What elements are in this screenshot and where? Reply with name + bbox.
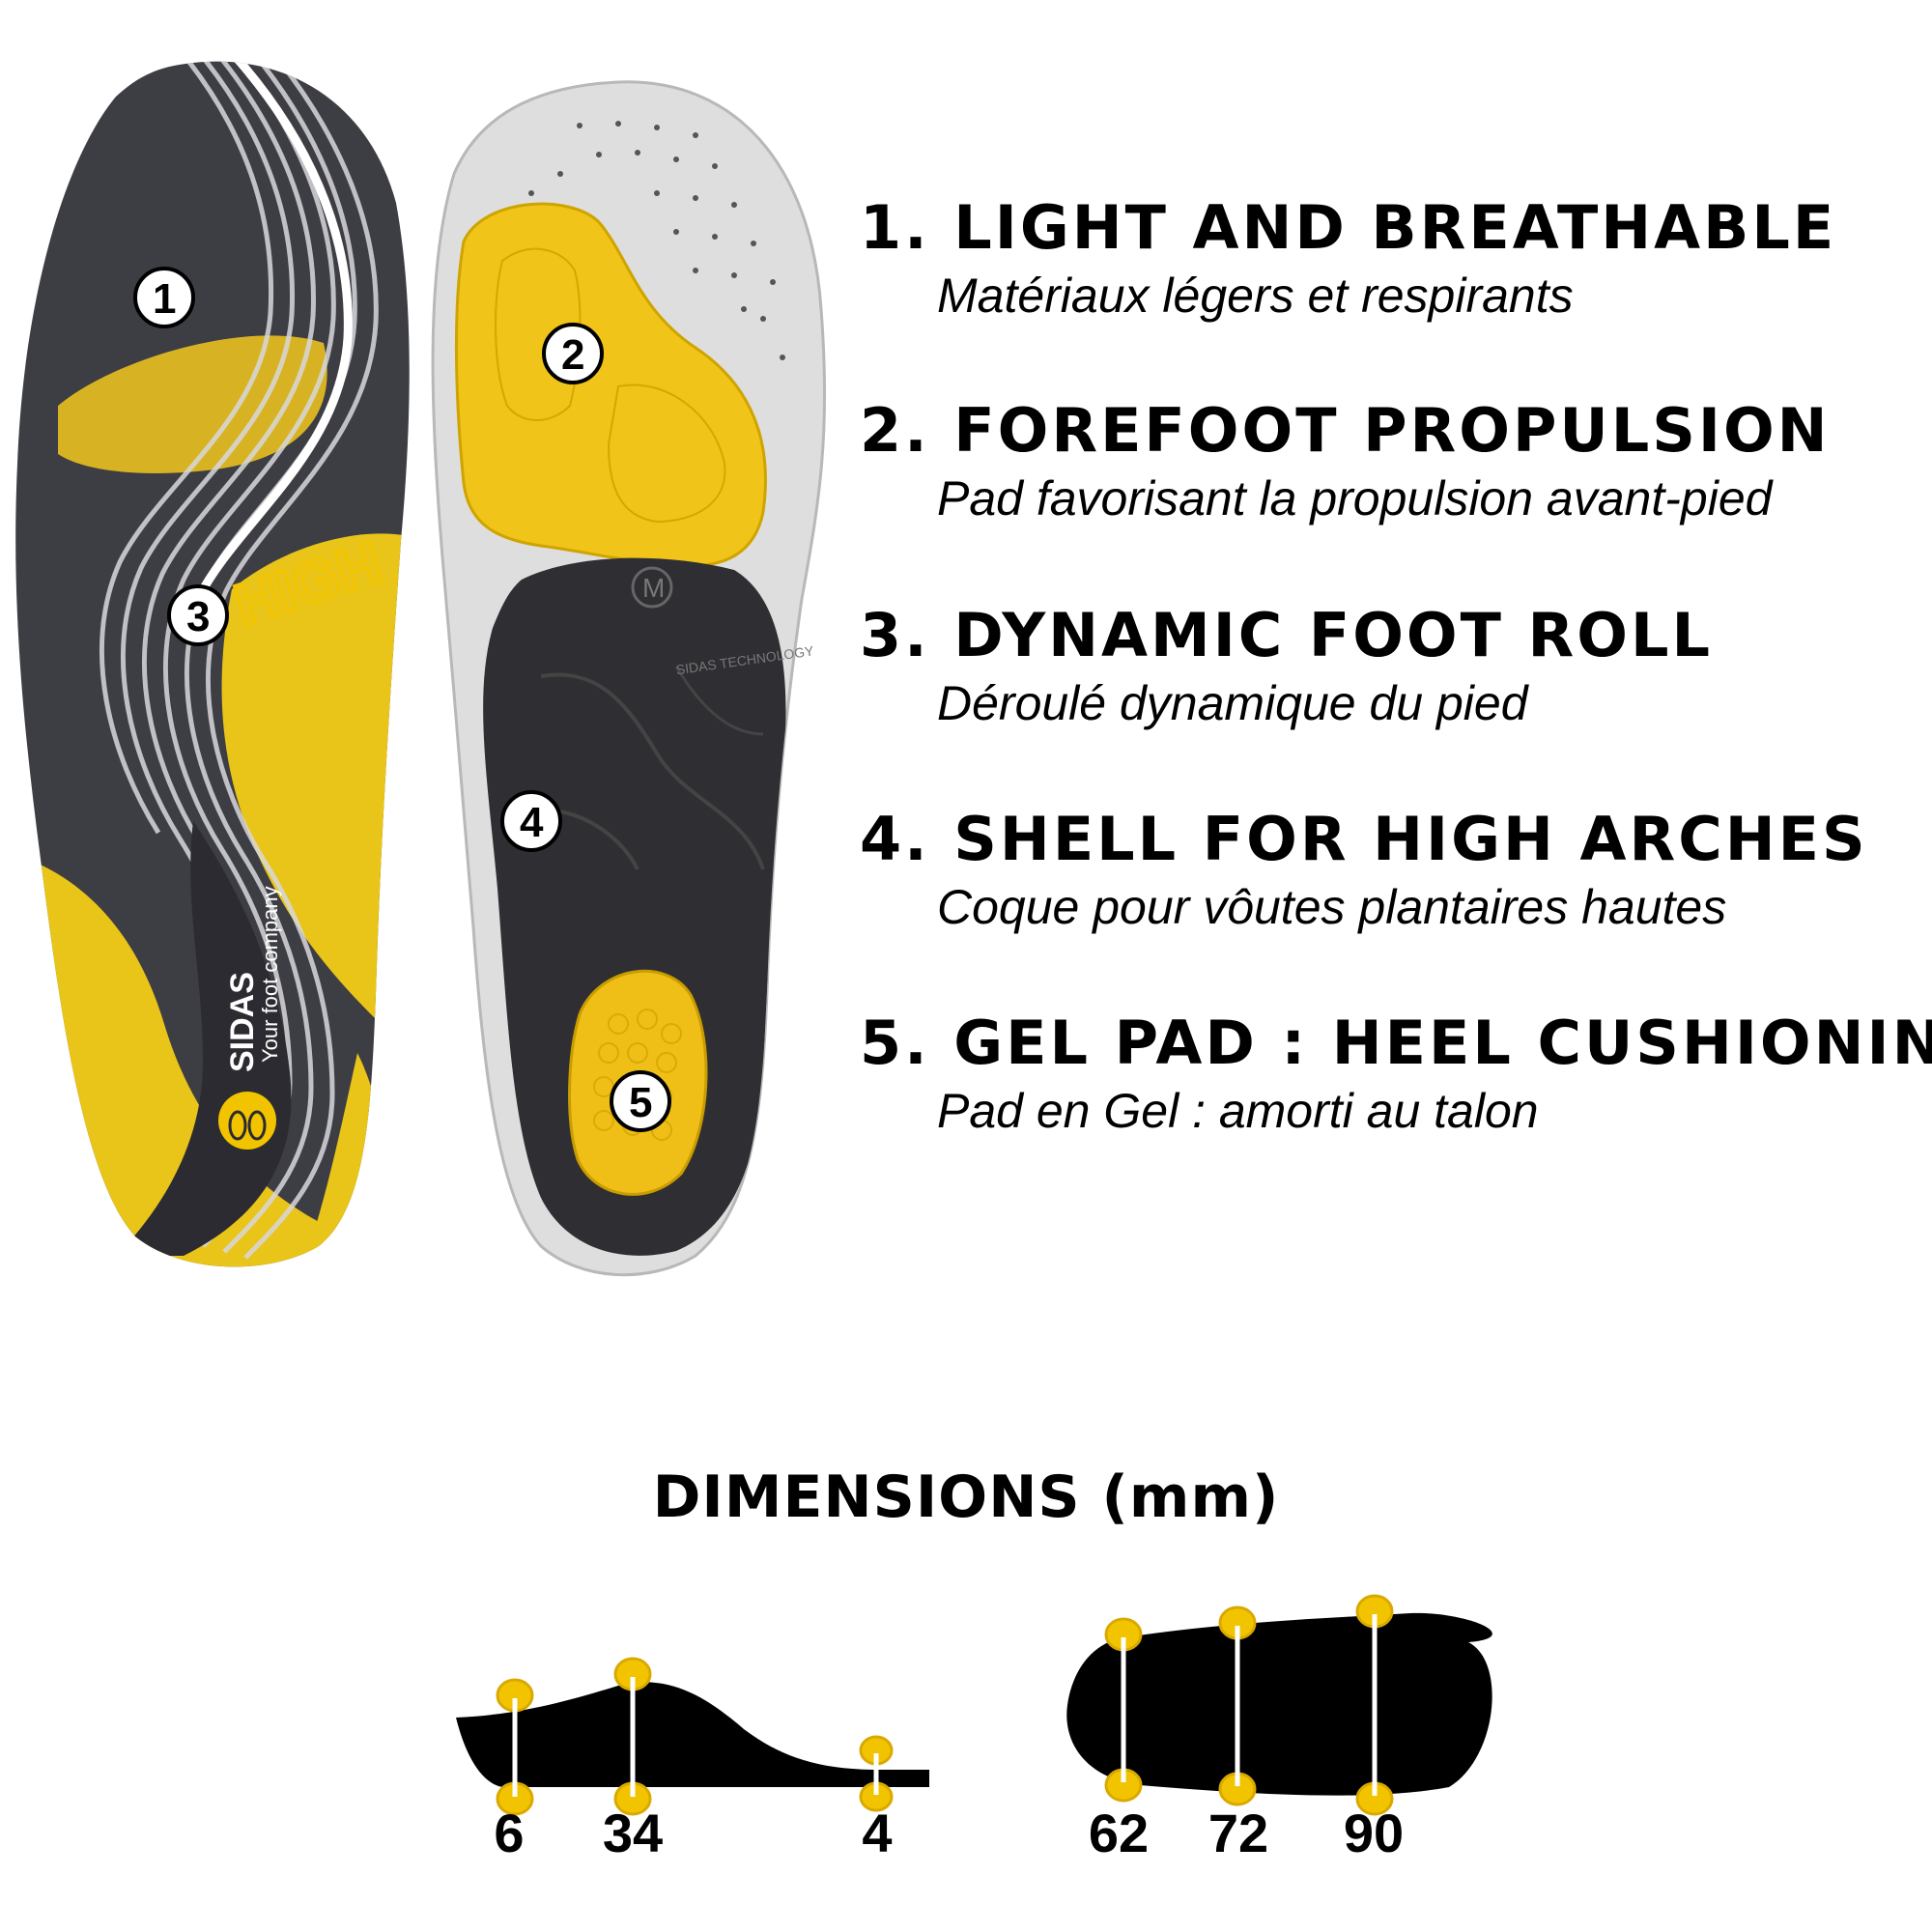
- feature-1-subtitle: Matériaux légers et respirants: [937, 269, 1574, 323]
- feature-5-title: 5. GEL PAD : HEEL CUSHIONING: [860, 1008, 1932, 1078]
- marker-1: 1: [133, 267, 195, 328]
- profile-side-diagram: [456, 1657, 929, 1816]
- width-value-1: 62: [1088, 1803, 1150, 1863]
- svg-text:5: 5: [629, 1079, 652, 1126]
- svg-text:4: 4: [520, 799, 544, 846]
- marker-2: 2: [542, 323, 604, 384]
- size-mark: M: [642, 573, 665, 603]
- feature-5-subtitle: Pad en Gel : amorti au talon: [937, 1084, 1539, 1138]
- feature-2: 2. FOREFOOT PROPULSION Pad favorisant la…: [860, 396, 1922, 527]
- size-mark-circle: [631, 566, 673, 609]
- dimensions-title: DIMENSIONS (mm): [652, 1463, 1280, 1531]
- feature-4-subtitle: Coque pour vôutes plantaires hautes: [937, 880, 1727, 934]
- feature-3: 3. DYNAMIC FOOT ROLL Déroulé dynamique d…: [860, 601, 1922, 732]
- marker-3: 3: [167, 584, 229, 646]
- profile-value-1: 6: [494, 1803, 525, 1863]
- insole-top-view: HIGH SIDAS Your foot company: [15, 61, 410, 1267]
- brand-tagline: Your foot company: [258, 886, 282, 1063]
- sidas-footprint-icon: [218, 1092, 276, 1150]
- profile-value-2: 34: [602, 1803, 664, 1863]
- width-top-diagram: [1066, 1594, 1492, 1816]
- svg-text:2: 2: [561, 331, 584, 379]
- width-value-3: 90: [1343, 1803, 1405, 1863]
- svg-text:3: 3: [186, 593, 210, 640]
- feature-2-subtitle: Pad favorisant la propulsion avant-pied: [937, 471, 1773, 526]
- width-value-2: 72: [1208, 1803, 1269, 1863]
- feature-5: 5. GEL PAD : HEEL CUSHIONING Pad en Gel …: [860, 1008, 1932, 1140]
- feature-4-title: 4. SHELL FOR HIGH ARCHES: [860, 804, 1868, 874]
- feature-3-subtitle: Déroulé dynamique du pied: [937, 676, 1528, 730]
- feature-4: 4. SHELL FOR HIGH ARCHES Coque pour vôut…: [860, 805, 1922, 936]
- feature-3-title: 3. DYNAMIC FOOT ROLL: [860, 600, 1713, 670]
- brand-label: SIDAS: [224, 972, 261, 1072]
- marker-4: 4: [500, 790, 562, 852]
- feature-2-title: 2. FOREFOOT PROPULSION: [860, 395, 1831, 466]
- svg-text:1: 1: [153, 275, 176, 323]
- profile-value-3: 4: [862, 1803, 893, 1863]
- feature-1-title: 1. LIGHT AND BREATHABLE: [860, 192, 1837, 263]
- insole-bottom-view: M SIDAS TECHNOLOGY: [431, 80, 827, 1277]
- feature-1: 1. LIGHT AND BREATHABLE Matériaux légers…: [860, 193, 1922, 325]
- marker-5: 5: [610, 1070, 671, 1132]
